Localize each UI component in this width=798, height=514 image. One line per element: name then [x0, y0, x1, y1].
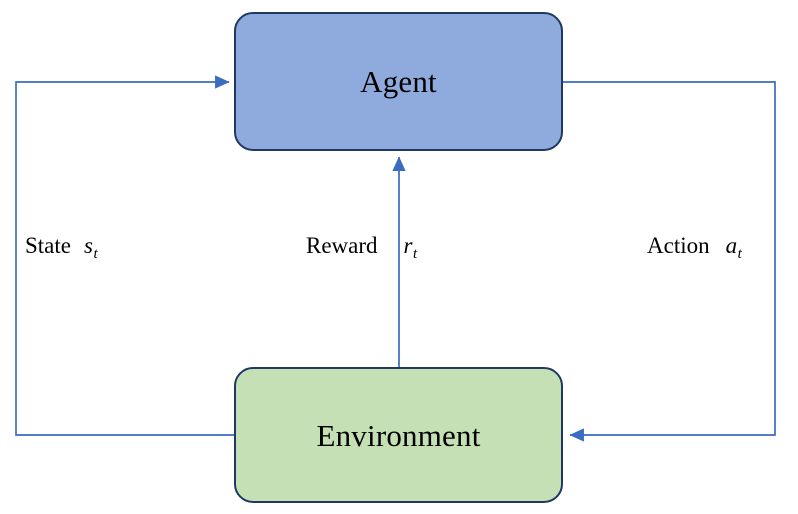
- edge-label-reward-symbol: r: [403, 233, 413, 258]
- edge-label-action-subscript: t: [737, 246, 742, 262]
- edge-label-state-symbol: s: [84, 233, 93, 258]
- node-agent[interactable]: Agent: [234, 12, 563, 151]
- edge-label-state: State s t: [25, 233, 98, 262]
- action-connector-path: [563, 81, 776, 442]
- edge-label-state-term: State: [25, 233, 71, 258]
- edge-label-reward: Reward r t: [306, 233, 417, 262]
- state-connector-path: [15, 75, 234, 436]
- edge-label-action-symbol: a: [725, 233, 738, 258]
- edge-label-action: Action a t: [647, 233, 742, 262]
- node-agent-label: Agent: [360, 64, 437, 99]
- node-environment[interactable]: Environment: [234, 367, 563, 503]
- edge-label-action-term: Action: [647, 233, 710, 258]
- edge-label-reward-subscript: t: [412, 246, 418, 262]
- edge-label-state-subscript: t: [93, 246, 98, 262]
- edge-label-reward-term: Reward: [306, 233, 378, 258]
- node-environment-label: Environment: [316, 417, 481, 453]
